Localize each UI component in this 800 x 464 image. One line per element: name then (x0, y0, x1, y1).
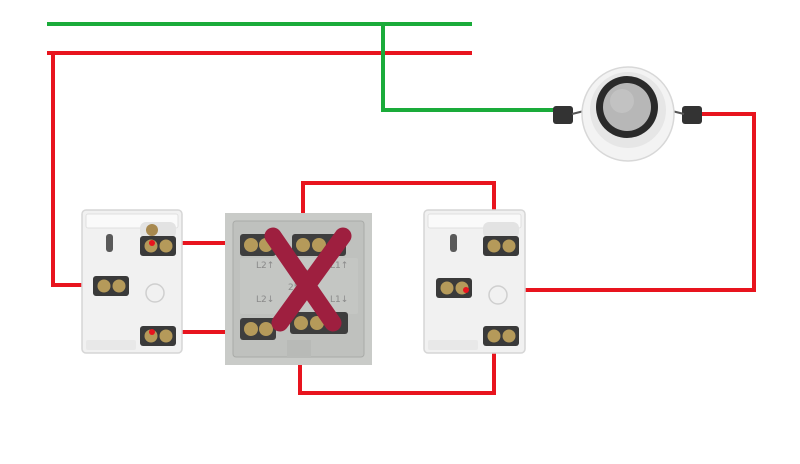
cross-out-icon (264, 227, 352, 332)
ceiling-lamp (553, 66, 702, 162)
supply-lines (47, 22, 472, 55)
wire-terminal-dots (149, 240, 469, 335)
left-switch-terminals (93, 236, 176, 346)
neutral-to-lamp-wire (381, 24, 560, 112)
right-two-way-switch (423, 209, 526, 354)
intermediate-mark-1: L2↑ (256, 261, 274, 271)
left-two-way-switch (81, 209, 183, 354)
intermediate-mark-3: L1↑ (330, 261, 348, 271)
intermediate-mark-2: L2↓ (256, 295, 274, 305)
lamp-right-connector (682, 106, 702, 124)
right-switch-terminals (436, 236, 519, 346)
intermediate-mark-4: L1↓ (330, 295, 348, 305)
right-switch-to-lamp-wire (466, 112, 756, 292)
lamp-left-connector (553, 106, 573, 124)
